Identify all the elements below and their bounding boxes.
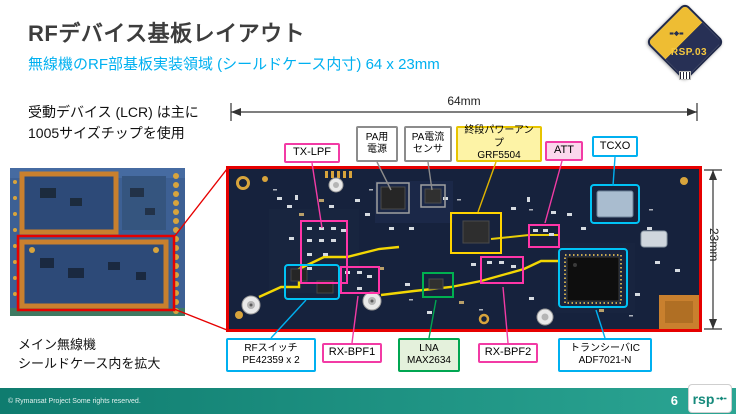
footer-bar: © Rymansat Project Some rights reserved.… bbox=[0, 388, 736, 414]
callout-rx-bpf1: RX-BPF1 bbox=[322, 343, 382, 363]
copyright-text: © Rymansat Project Some rights reserved. bbox=[8, 398, 141, 405]
callout-tx-lpf: TX-LPF bbox=[284, 143, 340, 163]
badge-diamond: RSP.03 bbox=[645, 2, 725, 82]
rsp-mission-badge: RSP.03 bbox=[644, 2, 726, 90]
page-title: RFデバイス基板レイアウト bbox=[28, 21, 306, 46]
left-caption: メイン無線機 シールドケース内を拡大 bbox=[18, 337, 161, 371]
rsp-logo: rsp bbox=[689, 385, 731, 412]
callout-rx-bpf2: RX-BPF2 bbox=[478, 343, 538, 363]
callout-pa-power: PA用 電源 bbox=[356, 126, 398, 162]
satellite-icon bbox=[669, 30, 683, 37]
rsp-logo-text: rsp bbox=[692, 390, 715, 407]
callout-pa-current-sensor: PA電流 センサ bbox=[404, 126, 452, 162]
callout-lna: LNA MAX2634 bbox=[398, 338, 460, 372]
callout-final-power-amp: 終段パワーアンプ GRF5504 bbox=[456, 125, 542, 162]
satellite-icon bbox=[716, 396, 727, 401]
badge-label: RSP.03 bbox=[670, 47, 708, 58]
callout-att: ATT bbox=[545, 141, 583, 161]
badge-barcode bbox=[679, 71, 691, 80]
pcb-closeup-photo bbox=[226, 166, 702, 332]
callout-transceiver-ic: トランシーバIC ADF7021-N bbox=[558, 338, 652, 372]
width-dimension-label: 64mm bbox=[447, 94, 481, 108]
callout-tcxo: TCXO bbox=[592, 136, 638, 157]
pcb-overview-photo bbox=[10, 168, 185, 316]
left-note: 受動デバイス (LCR) は主に 1005サイズチップを使用 bbox=[28, 104, 199, 141]
badge-inner: RSP.03 bbox=[659, 16, 711, 68]
height-dimension-label: 23mm bbox=[707, 228, 721, 262]
page-subtitle: 無線機のRF部基板実装領域 (シールドケース内寸) 64 x 23mm bbox=[28, 56, 440, 73]
page-number: 6 bbox=[670, 393, 678, 408]
callout-rf-switch: RFスイッチ PE42359 x 2 bbox=[226, 338, 316, 372]
